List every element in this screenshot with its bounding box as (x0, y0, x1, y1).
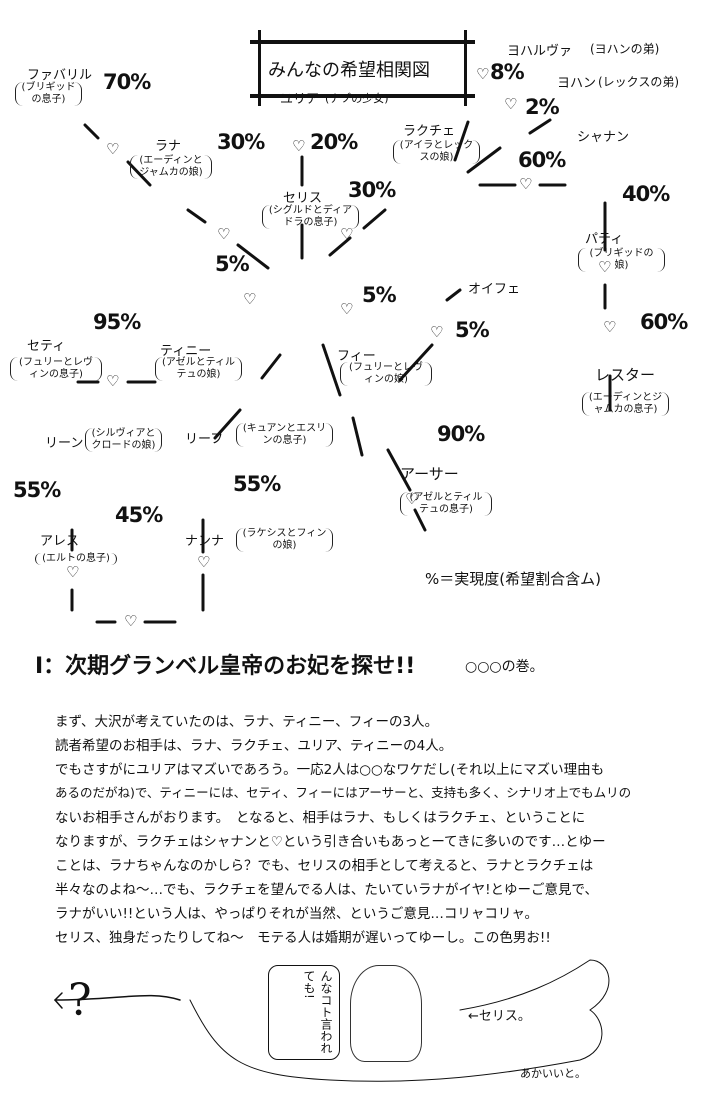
node-arthur: アーサー (400, 465, 459, 483)
heart-icon: ♡ (430, 323, 444, 341)
pct-fabaril-lana: 70% (103, 70, 151, 94)
heart-icon: ♡ (106, 140, 120, 158)
node-larcei: ラクチェ (403, 124, 456, 139)
pct-seliph-tinny: 5% (215, 252, 250, 276)
heart-icon: ♡ (217, 225, 231, 243)
node-sety-note: (フュリーとレヴィンの息子) (10, 357, 102, 381)
heart-icon: ♡ (476, 65, 490, 83)
node-lana: ラナ (155, 139, 182, 154)
pct-leen-ares: 55% (13, 478, 61, 502)
pct-larcei-shannan: 60% (518, 148, 566, 172)
body-line: なりますが、ラクチェはシャナンと♡という引き合いもあっとーてきに多いのです…とゆ… (55, 834, 606, 850)
heart-icon: ♡ (598, 258, 612, 276)
node-nanna-note: (ラケシスとフィンの娘) (236, 528, 333, 552)
node-johalva: ヨハルヴァ (507, 44, 573, 59)
body-line: 読者希望のお相手は、ラナ、ラクチェ、ユリア、ティニーの4人。 (55, 738, 453, 754)
heart-icon: ♡ (504, 95, 518, 113)
node-seliph-note: (シグルドとディアドラの息子) (262, 205, 359, 229)
body-line: ないお相手さんがおります。 となると、相手はラナ、もしくはラクチェ、ということに (55, 810, 586, 826)
heart-icon: ♡ (519, 175, 533, 193)
node-shannan: シャナン (577, 130, 630, 145)
node-johalva-note: (ヨハンの弟) (590, 42, 660, 56)
pct-sety-tinny: 95% (93, 310, 141, 334)
node-patty: パティ (585, 232, 624, 247)
node-nanna: ナンナ (185, 534, 225, 549)
node-larcei-note: (アイラとレックスの娘) (393, 140, 480, 164)
heart-icon: ♡ (340, 225, 354, 243)
node-fabaril-note: (ブリギッドの息子) (15, 82, 82, 106)
diagram-title: みんなの希望相関図 (250, 30, 475, 106)
heart-icon: ♡ (66, 563, 80, 581)
node-johan: ヨハン (557, 76, 597, 91)
node-fee-note: (フュリーとレヴィンの娘) (340, 362, 432, 386)
node-johan-note: (レックスの弟) (598, 75, 680, 89)
question-mark-icon: ? (68, 975, 92, 1026)
heart-icon: ♡ (243, 290, 257, 308)
node-julia-note: (ナゾの少女) (325, 92, 389, 105)
node-seliph: セリス (283, 191, 323, 206)
node-leen-note: (シルヴィアとクロードの娘) (85, 428, 162, 452)
pct-johan-larcei: 2% (525, 95, 560, 119)
node-fabaril: ファバリル (27, 68, 93, 83)
body-line: ラナがいい!!という人は、やっぱりそれが当然、というご意見…コリャコリャ。 (55, 906, 539, 922)
heart-icon: ♡ (603, 318, 617, 336)
body-line: あるのだがね)で、ティニーには、セティ、フィーにはアーサーと、支持も多く、シナリ… (55, 785, 632, 800)
pct-julia-seliph: 20% (310, 130, 358, 154)
pct-shannan-patty: 40% (622, 182, 670, 206)
pct-larcei-seliph: 30% (348, 178, 396, 202)
node-tinny: ティニー (160, 344, 212, 359)
pct-johalva-larcei: 8% (490, 60, 525, 84)
node-patty-note: (ブリギッドの娘) (578, 248, 665, 272)
article-heading: I：次期グランベル皇帝のお妃を探せ!! (35, 654, 416, 679)
pct-fee-arthur: 90% (437, 422, 485, 446)
node-sety: セティ (27, 339, 66, 354)
body-line: 半々なのよね〜…でも、ラクチェを望んでる人は、たいていラナがイヤ!とゆーご意見で… (55, 882, 598, 898)
seliph-pointer-label: ←セリス。 (468, 1009, 531, 1024)
heart-icon: ♡ (340, 300, 354, 318)
node-tinny-note: (アゼルとティルテュの娘) (155, 357, 242, 381)
body-line: セリス、独身だったりしてね〜 モテる人は婚期が遅いってゆーし。この色男お!! (55, 930, 551, 946)
node-lana-note: (エーディンとジャムカの娘) (130, 155, 212, 179)
node-leen: リーン (45, 436, 84, 451)
legend: %＝実現度(希望割合含ム) (425, 570, 601, 588)
node-arthur-note: (アゼルとティルテュの息子) (400, 492, 492, 516)
speech-bubble: んなコト言われても! (268, 965, 340, 1060)
heart-icon: ♡ (124, 612, 138, 630)
body-line: でもさすがにユリアはマズいであろう。一応2人は○○なワケだし(それ以上にマズい理… (55, 762, 605, 778)
node-lester-note: (エーディンとジャムカの息子) (582, 392, 669, 416)
node-ares: アレス (40, 534, 80, 549)
heart-icon: ♡ (405, 490, 419, 508)
node-ares-note: (エルトの息子) (35, 553, 117, 565)
pct-seliph-fee: 5% (362, 283, 397, 307)
node-fee: フィー (337, 349, 376, 364)
node-oifey: オイフェ (468, 282, 521, 297)
body-line: ことは、ラナちゃんなのかしら？でも、セリスの相手として考えると、ラナとラクチェは (55, 858, 594, 874)
pct-lana-seliph: 30% (217, 130, 265, 154)
heart-icon: ♡ (197, 553, 211, 571)
article-subheading: ○○○の巻。 (465, 659, 544, 675)
body-line: まず、大沢が考えていたのは、ラナ、ティニー、フィーの3人。 (55, 714, 439, 730)
pct-oifey-fee: 5% (455, 318, 490, 342)
heart-icon: ♡ (106, 372, 120, 390)
seliph-chibi-drawing (350, 965, 422, 1062)
pct-patty-lester: 60% (640, 310, 688, 334)
red-thread-label: あかいいと。 (520, 1067, 586, 1080)
heart-icon: ♡ (292, 137, 306, 155)
node-lester: レスター (595, 366, 656, 384)
node-julia: ユリア (280, 92, 320, 107)
pct-ares-nanna: 45% (115, 503, 163, 527)
node-leif-note: (キュアンとエスリンの息子) (236, 423, 333, 447)
pct-leif-nanna: 55% (233, 472, 281, 496)
node-leif: リーフ (185, 432, 224, 447)
